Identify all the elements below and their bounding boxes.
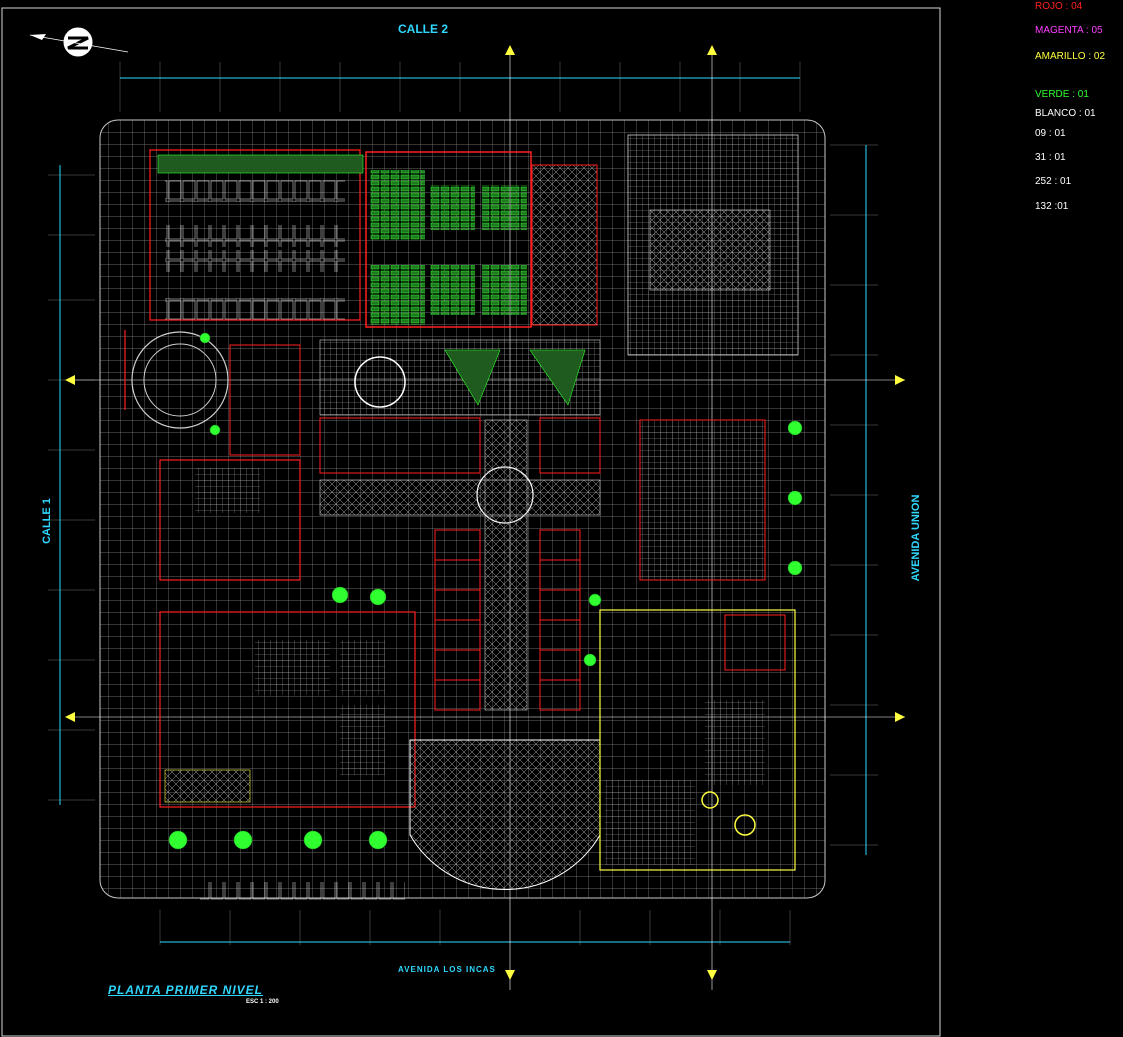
north-arrow-icon [29,26,129,58]
street-label-left: CALLE 1 [41,498,53,544]
market-zone [627,134,799,581]
legend-item: 252 : 01 [1035,176,1072,187]
lower-right-building [599,609,796,871]
legend-item: MAGENTA : 05 [1035,25,1103,36]
drawing-frame [1,7,941,1037]
street-label-bottom: AVENIDA LOS INCAS [398,965,496,974]
legend-item: 09 : 01 [1035,128,1066,139]
shops [319,417,601,711]
section-arrow-icon [65,45,905,980]
food-court [159,344,301,581]
legend-item: 132 :01 [1035,201,1069,212]
bottom-parking [200,882,405,900]
legend-item: BLANCO : 01 [1035,108,1096,119]
entrance-plaza [409,739,601,890]
legend-item: ROJO : 04 [1035,1,1083,12]
auditorium [365,151,598,328]
reference-grid [48,62,878,945]
plan-title: PLANTA PRIMER NIVEL [108,983,264,997]
parking-lot [124,149,364,429]
street-label-right: AVENIDA UNION [910,494,922,582]
legend-item: VERDE : 01 [1035,89,1089,100]
central-plaza [319,339,601,711]
trees [168,332,803,850]
legend-item: 31 : 01 [1035,152,1066,163]
dimension-lines [59,77,867,943]
legend-item: AMARILLO : 02 [1035,51,1106,62]
street-label-top: CALLE 2 [398,22,449,36]
lower-left-building [159,611,416,808]
plan-scale: ESC 1 : 200 [246,999,279,1005]
